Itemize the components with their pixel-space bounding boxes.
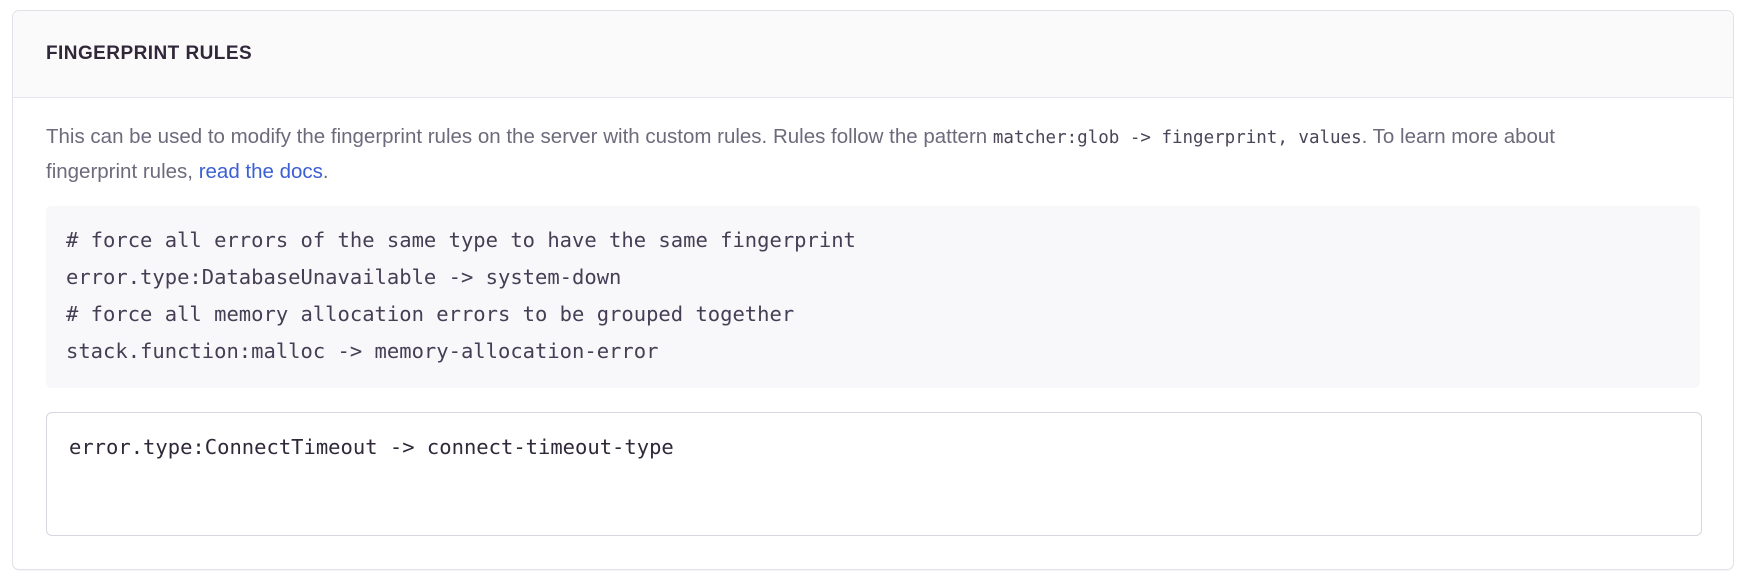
panel-body: This can be used to modify the fingerpri… — [13, 98, 1733, 536]
read-the-docs-link[interactable]: read the docs — [198, 160, 323, 183]
inline-code-pattern: matcher:glob -> fingerprint, values — [992, 128, 1362, 148]
page-title: FINGERPRINT RULES — [46, 43, 253, 64]
panel-header: FINGERPRINT RULES — [13, 11, 1733, 98]
panel-description: This can be used to modify the fingerpri… — [46, 120, 1606, 188]
fingerprint-rules-input[interactable] — [46, 412, 1702, 536]
code-example-block: # force all errors of the same type to h… — [46, 206, 1700, 388]
description-text-part-3: . — [322, 160, 329, 183]
fingerprint-rules-panel: FINGERPRINT RULES This can be used to mo… — [12, 10, 1734, 570]
description-text-part-1: This can be used to modify the fingerpri… — [46, 125, 993, 148]
description-text-part-2: . To learn more about fingerprint rules, — [46, 125, 1555, 183]
